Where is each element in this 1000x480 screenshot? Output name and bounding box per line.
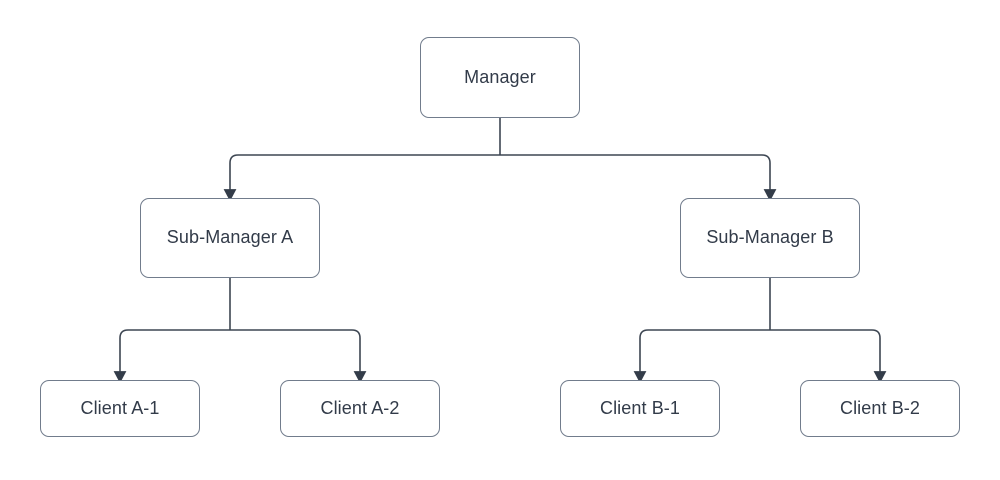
node-client-a-1-label: Client A-1 — [80, 397, 160, 418]
node-client-b-2-label: Client B-2 — [839, 397, 921, 418]
node-client-a-1[interactable]: Client A-1 — [40, 380, 200, 437]
node-manager[interactable]: Manager — [420, 37, 580, 118]
edge-sub-a-to-client-a-1 — [113, 329, 230, 384]
edge-sub-b-to-client-b-2 — [770, 329, 887, 384]
edge-manager-to-sub-b — [500, 154, 777, 202]
node-client-b-1-label: Client B-1 — [599, 397, 681, 418]
edge-manager-to-sub-a — [223, 154, 500, 202]
node-client-b-2[interactable]: Client B-2 — [800, 380, 960, 437]
edge-sub-b-to-client-b-1 — [633, 329, 770, 384]
node-client-a-2-label: Client A-2 — [320, 397, 400, 418]
node-client-a-2[interactable]: Client A-2 — [280, 380, 440, 437]
node-sub-manager-b[interactable]: Sub-Manager B — [680, 198, 860, 278]
node-client-b-1[interactable]: Client B-1 — [560, 380, 720, 437]
node-sub-manager-a[interactable]: Sub-Manager A — [140, 198, 320, 278]
node-sub-manager-a-label: Sub-Manager A — [166, 227, 294, 248]
node-sub-manager-b-label: Sub-Manager B — [706, 227, 834, 248]
edge-sub-a-to-client-a-2 — [230, 329, 367, 384]
node-manager-label: Manager — [464, 66, 536, 87]
